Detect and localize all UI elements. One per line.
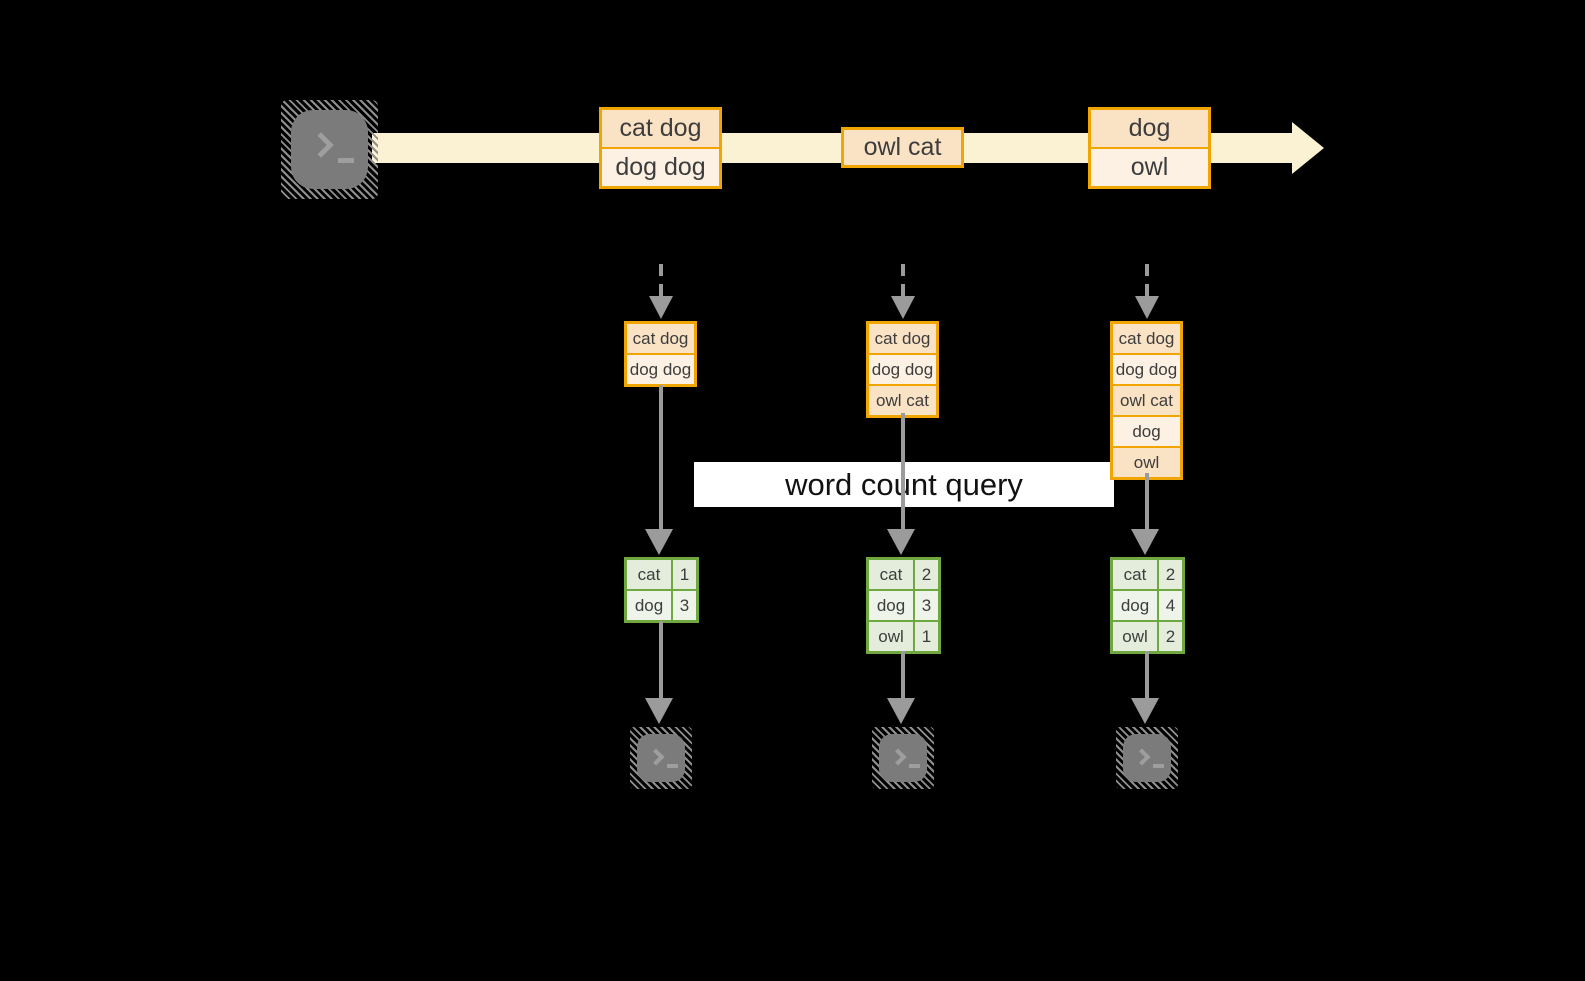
buffer-cell: owl cat <box>869 386 936 415</box>
terminal-sink-icon-2 <box>872 727 934 789</box>
query-arrow-line-1 <box>659 385 663 531</box>
count-row: dog 3 <box>869 591 938 620</box>
count-cell: 1 <box>915 622 938 651</box>
buffer-cell: dog dog <box>1113 355 1180 384</box>
word-cell: dog <box>869 591 913 620</box>
prompt-chevron-icon <box>1133 748 1151 766</box>
query-arrowhead-icon <box>1131 529 1159 555</box>
count-cell: 4 <box>1159 591 1182 620</box>
prompt-cursor-icon <box>667 764 678 768</box>
count-row: dog 3 <box>627 591 696 620</box>
buffer-cell: dog dog <box>627 355 694 384</box>
event-line: owl cat <box>844 130 961 165</box>
terminal-sink-icon-1 <box>630 727 692 789</box>
prompt-chevron-icon <box>308 132 334 158</box>
prompt-chevron-icon <box>889 748 907 766</box>
terminal-sink-icon-3 <box>1116 727 1178 789</box>
ingest-arrowhead-icon <box>649 296 673 319</box>
result-arrowhead-icon <box>887 698 915 724</box>
terminal-screen <box>1123 734 1171 782</box>
word-cell: owl <box>869 622 913 651</box>
record-buffer-stack-3: cat dog dog dog owl cat dog owl <box>1110 321 1183 480</box>
word-cell: cat <box>1113 560 1157 589</box>
buffer-cell: cat dog <box>627 324 694 353</box>
result-arrowhead-icon <box>1131 698 1159 724</box>
result-arrow-line-1 <box>659 621 663 699</box>
prompt-chevron-icon <box>647 748 665 766</box>
terminal-screen <box>637 734 685 782</box>
count-cell: 2 <box>1159 560 1182 589</box>
buffer-cell: cat dog <box>1113 324 1180 353</box>
word-cell: dog <box>1113 591 1157 620</box>
count-row: dog 4 <box>1113 591 1182 620</box>
record-buffer-stack-1: cat dog dog dog <box>624 321 697 387</box>
stream-event-box-1: cat dog dog dog <box>599 107 722 189</box>
result-arrowhead-icon <box>645 698 673 724</box>
count-row: owl 2 <box>1113 622 1182 651</box>
count-cell: 1 <box>673 560 696 589</box>
buffer-cell: dog <box>1113 417 1180 446</box>
prompt-cursor-icon <box>338 158 354 163</box>
ingest-dashed-arrow-2 <box>901 264 905 296</box>
prompt-cursor-icon <box>909 764 920 768</box>
buffer-cell: cat dog <box>869 324 936 353</box>
ingest-arrowhead-icon <box>1135 296 1159 319</box>
stream-timeline-arrowhead-icon <box>1292 122 1324 174</box>
result-arrow-line-3 <box>1145 651 1149 699</box>
count-row: owl 1 <box>869 622 938 651</box>
terminal-screen <box>291 110 368 189</box>
ingest-arrowhead-icon <box>891 296 915 319</box>
word-cell: dog <box>627 591 671 620</box>
word-cell: cat <box>869 560 913 589</box>
count-cell: 2 <box>1159 622 1182 651</box>
count-row: cat 1 <box>627 560 696 589</box>
count-row: cat 2 <box>1113 560 1182 589</box>
count-cell: 2 <box>915 560 938 589</box>
buffer-cell: owl <box>1113 448 1180 477</box>
ingest-dashed-arrow-1 <box>659 264 663 296</box>
word-count-table-1: cat 1 dog 3 <box>624 557 699 623</box>
ingest-dashed-arrow-3 <box>1145 264 1149 296</box>
stream-event-box-3: dog owl <box>1088 107 1211 189</box>
stream-event-box-2: owl cat <box>841 127 964 168</box>
prompt-cursor-icon <box>1153 764 1164 768</box>
word-count-table-2: cat 2 dog 3 owl 1 <box>866 557 941 654</box>
word-cell: owl <box>1113 622 1157 651</box>
word-count-table-3: cat 2 dog 4 owl 2 <box>1110 557 1185 654</box>
event-line: owl <box>1091 149 1208 186</box>
terminal-source-icon <box>281 100 378 199</box>
query-arrow-line-2 <box>901 413 905 531</box>
word-cell: cat <box>627 560 671 589</box>
count-cell: 3 <box>673 591 696 620</box>
record-buffer-stack-2: cat dog dog dog owl cat <box>866 321 939 418</box>
event-line: cat dog <box>602 110 719 147</box>
event-line: dog dog <box>602 149 719 186</box>
buffer-cell: dog dog <box>869 355 936 384</box>
terminal-screen <box>879 734 927 782</box>
query-arrowhead-icon <box>645 529 673 555</box>
count-row: cat 2 <box>869 560 938 589</box>
buffer-cell: owl cat <box>1113 386 1180 415</box>
query-arrowhead-icon <box>887 529 915 555</box>
result-arrow-line-2 <box>901 651 905 699</box>
event-line: dog <box>1091 110 1208 147</box>
query-arrow-line-3 <box>1145 473 1149 531</box>
count-cell: 3 <box>915 591 938 620</box>
